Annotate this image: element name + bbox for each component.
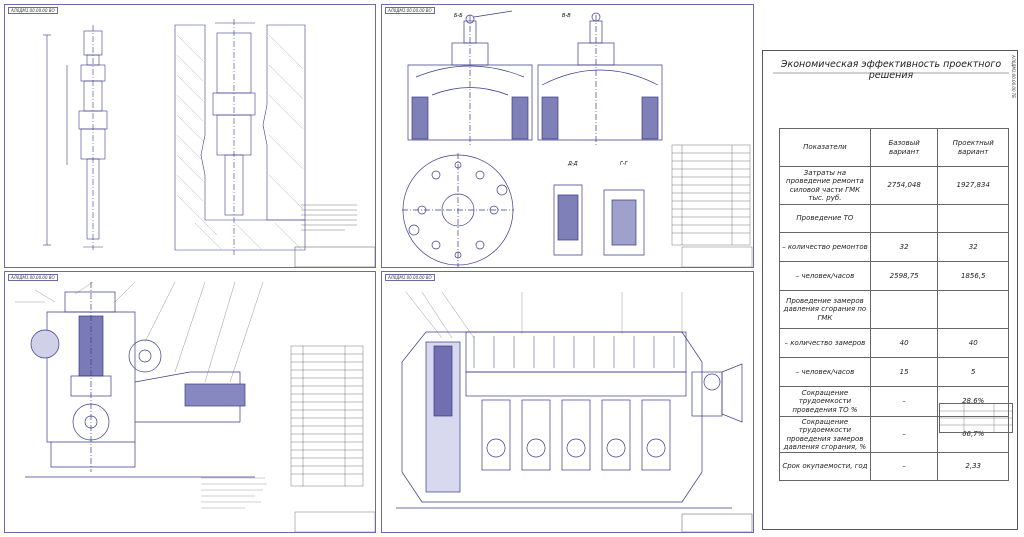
table-row: Затраты на проведение ремонта силовой ча…	[779, 166, 1009, 205]
row-base: 2598,75	[869, 261, 939, 291]
table-row: – человек/часов 15 5	[779, 357, 1009, 387]
row-project	[937, 290, 1009, 329]
drawing-sheet-valve: АЛ0ДМ1.00.00.00 ВО	[4, 4, 376, 268]
sheet-tag: АЛ0ДМ1.00.00.00 ВО	[8, 7, 58, 14]
drawing-sheet-cylinder-head: АЛ0ДМ1.00.00.00 ВО Б-Б В-В Д-Д Г-Г	[381, 4, 754, 268]
row-label: Проведение замеров давления сгорания по …	[779, 290, 871, 329]
section-label-bb: Б-Б	[454, 13, 463, 19]
row-project	[937, 204, 1009, 233]
row-base: 40	[869, 328, 939, 358]
table-header-row: Показатели Базовый вариант Проектный вар…	[779, 128, 1009, 167]
table-row: Сокращение трудоемкости проведения замер…	[779, 416, 1009, 453]
sheet-tag: АЛ0ДМ1.00.00.00 ВО	[385, 7, 435, 14]
row-project: 2,33	[937, 452, 1009, 481]
row-base: –	[869, 452, 939, 481]
section-label-dd: Д-Д	[568, 161, 578, 167]
title-underline	[773, 72, 1009, 74]
row-project: 5	[937, 357, 1009, 387]
row-project: 1856,5	[937, 261, 1009, 291]
table-row: – количество замеров 40 40	[779, 328, 1009, 358]
row-label: Срок окупаемости, год	[779, 452, 871, 481]
engine-section-drawing	[15, 281, 375, 532]
row-base	[869, 290, 939, 329]
row-label: – количество замеров	[779, 328, 871, 358]
row-project: 66,7%	[937, 416, 1009, 453]
row-label: – человек/часов	[779, 261, 871, 291]
row-project: 40	[937, 328, 1009, 358]
valve-drawing	[43, 19, 375, 267]
header-project-variant: Проектный вариант	[937, 128, 1009, 167]
row-label: Сокращение трудоемкости проведения ТО %	[779, 386, 871, 417]
header-indicators: Показатели	[779, 128, 871, 167]
economics-title: Экономическая эффективность проектного р…	[780, 59, 1002, 81]
row-base	[869, 204, 939, 233]
drawing-sheet-engine-section: АЛ0ДМ1.00.00.00 ВО	[4, 271, 376, 533]
table-row: Проведение ТО	[779, 204, 1009, 233]
economics-table: Показатели Базовый вариант Проектный вар…	[779, 128, 1009, 481]
section-label-gg: Г-Г	[620, 161, 628, 167]
drawing-sheet-engine-longitudinal: АЛ0ДМ1.00.00.00 ВО	[381, 271, 754, 533]
header-base-variant: Базовый вариант	[869, 128, 939, 167]
economics-sheet: Экономическая эффективность проектного р…	[762, 50, 1018, 530]
row-label: Проведение ТО	[779, 204, 871, 233]
title-block-lines	[940, 404, 1012, 432]
row-base: 32	[869, 232, 939, 262]
row-label: Затраты на проведение ремонта силовой ча…	[779, 166, 871, 205]
cylinder-head-drawing	[402, 10, 753, 267]
row-project: 32	[937, 232, 1009, 262]
side-label: АЛ0ДМ1.00.00.00 ТБ	[1011, 55, 1016, 98]
row-label: – человек/часов	[779, 357, 871, 387]
row-base: 2754,048	[869, 166, 939, 205]
sheet-tag: АЛ0ДМ1.00.00.00 ВО	[385, 274, 435, 281]
title-block	[939, 403, 1013, 433]
table-row: Проведение замеров давления сгорания по …	[779, 290, 1009, 329]
sheet-tag: АЛ0ДМ1.00.00.00 ВО	[8, 274, 58, 281]
section-label-vv: В-В	[562, 13, 571, 19]
table-row: – человек/часов 2598,75 1856,5	[779, 261, 1009, 291]
row-base: 15	[869, 357, 939, 387]
table-row: – количество ремонтов 32 32	[779, 232, 1009, 262]
row-base: –	[869, 386, 939, 417]
row-label: – количество ремонтов	[779, 232, 871, 262]
row-base: –	[869, 416, 939, 453]
table-row: Срок окупаемости, год – 2,33	[779, 452, 1009, 481]
row-label: Сокращение трудоемкости проведения замер…	[779, 416, 871, 453]
engine-longitudinal-drawing	[396, 291, 753, 532]
row-project: 1927,834	[937, 166, 1009, 205]
